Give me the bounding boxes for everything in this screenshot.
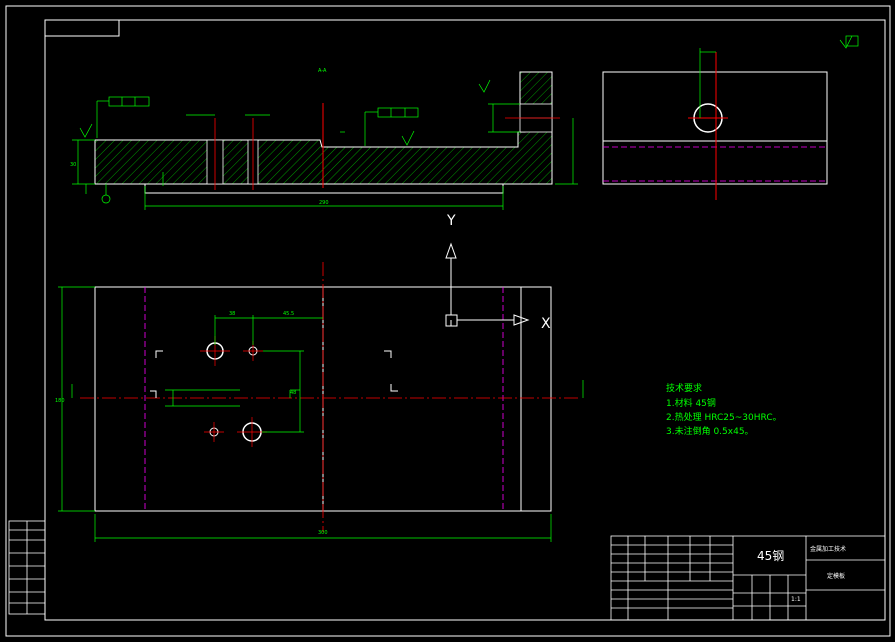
guide-holes bbox=[200, 336, 267, 447]
title-material: 45钢 bbox=[757, 549, 784, 563]
axis-x-label: X bbox=[541, 316, 551, 332]
axis-y-label: Y bbox=[446, 213, 456, 229]
dim-section-length: 290 bbox=[319, 200, 329, 206]
title-school: 金属加工技术 bbox=[810, 545, 846, 553]
notes-line-2: 2.热处理 HRC25~30HRC。 bbox=[666, 411, 782, 423]
title-block bbox=[610, 535, 886, 621]
dim-overall-width: 180 bbox=[55, 398, 65, 404]
title-part-name: 定模板 bbox=[827, 572, 845, 580]
section-label: A-A bbox=[318, 68, 327, 74]
plan-view: 300 180 38 45.5 48 bbox=[55, 262, 584, 542]
dim-height: 30 bbox=[70, 162, 76, 168]
technical-notes: 技术要求 1.材料 45钢 2.热处理 HRC25~30HRC。 3.未注倒角 … bbox=[666, 382, 782, 437]
drawing-frame bbox=[5, 5, 891, 637]
dim-overall-length: 300 bbox=[318, 530, 328, 536]
notes-title: 技术要求 bbox=[666, 382, 702, 394]
dim-vertical-spacing: 48 bbox=[290, 390, 296, 396]
side-table bbox=[8, 520, 46, 615]
title-scale: 1:1 bbox=[791, 596, 801, 603]
dim-hole-offset: 45.5 bbox=[283, 311, 294, 317]
side-view bbox=[602, 35, 859, 200]
ucs-axis-icon bbox=[445, 242, 530, 327]
notes-line-1: 1.材料 45钢 bbox=[666, 397, 716, 409]
section-view: A-A 290 30 bbox=[70, 68, 578, 210]
notes-line-3: 3.未注倒角 0.5x45。 bbox=[666, 425, 754, 437]
dim-hole-spacing: 38 bbox=[229, 311, 235, 317]
